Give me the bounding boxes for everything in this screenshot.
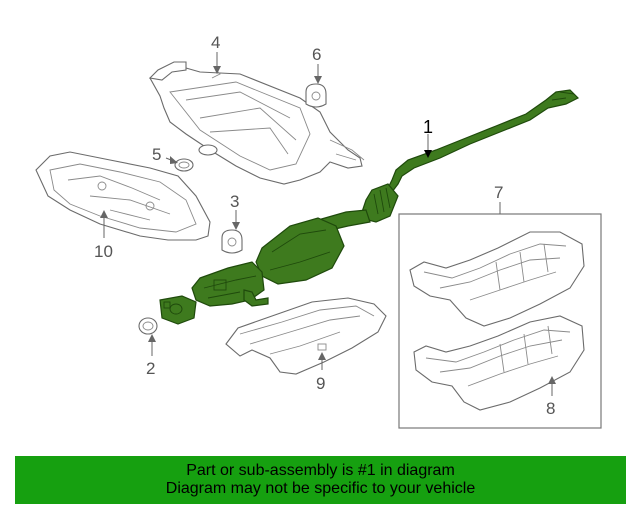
part-3-hanger[interactable]: [221, 229, 243, 254]
callout-3: 3: [230, 192, 239, 211]
callout-10: 10: [94, 242, 113, 261]
part-2-gasket[interactable]: [138, 317, 158, 335]
callout-9: 9: [316, 374, 325, 393]
part-10-heat-shield[interactable]: [35, 151, 211, 241]
part-5-gasket[interactable]: [174, 158, 194, 172]
callout-2: 2: [146, 359, 155, 378]
info-banner: Part or sub-assembly is #1 in diagram Di…: [15, 456, 626, 504]
callout-7: 7: [494, 183, 503, 202]
leader-lines: [100, 52, 556, 396]
callout-1: 1: [423, 117, 433, 137]
banner-line-2: Diagram may not be specific to your vehi…: [165, 480, 476, 497]
callout-8: 8: [546, 399, 555, 418]
banner-line-1: Part or sub-assembly is #1 in diagram: [186, 462, 455, 479]
callout-5: 5: [152, 145, 161, 164]
exhaust-parts-diagram: 1 2 3 4 5 6 7 8 9 10: [35, 33, 602, 429]
part-9-heat-shield[interactable]: [225, 297, 387, 375]
part-7-heat-shield-set[interactable]: [398, 213, 602, 429]
callout-4: 4: [211, 33, 220, 52]
part-4-muffler-assembly[interactable]: [148, 61, 365, 185]
part-1-front-pipe-catalytic-converter[interactable]: [159, 89, 580, 325]
callout-6: 6: [312, 45, 321, 64]
part-6-hanger[interactable]: [305, 83, 327, 108]
